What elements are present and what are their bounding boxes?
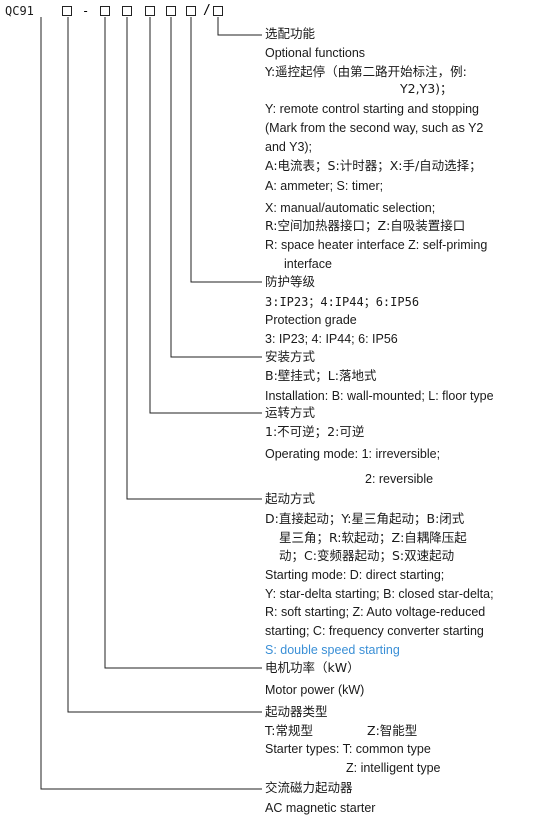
functions-rz-en-1: R: space heater interface Z: self-primin… (265, 238, 488, 252)
starting-en-4: starting; C: frequency converter startin… (265, 624, 484, 638)
starting-en-1: Starting mode: D: direct starting; (265, 568, 445, 582)
starter-type-en-1: Starter types: T: common type (265, 742, 431, 756)
leader-line-starter-type (67, 17, 262, 713)
functions-y-en-1: Y: remote control starting and stopping (265, 102, 480, 116)
starting-cn-1: D:直接起动；Y:星三角起动；B:闭式 (265, 511, 465, 526)
model-prefix: QC91 (5, 4, 34, 18)
code-dash: - (82, 4, 90, 18)
functions-asx-cn: A:电流表；S:计时器；X:手/自动选择； (265, 158, 482, 173)
operating-title: 运转方式 (265, 405, 316, 420)
functions-en-title: Optional functions (265, 46, 366, 60)
code-box-protection (186, 6, 196, 16)
protection-title: 防护等级 (265, 274, 316, 289)
functions-title: 选配功能 (265, 26, 316, 41)
functions-rz-cn: R:空间加热器接口；Z:自吸装置接口 (265, 218, 466, 233)
starting-en-2: Y: star-delta starting; B: closed star-d… (265, 587, 494, 601)
code-box-power (100, 6, 110, 16)
leader-line-ac-starter (40, 17, 262, 790)
protection-en-title: Protection grade (265, 313, 357, 327)
starting-cn-3: 动；C:变频器起动；S:双速起动 (279, 548, 455, 563)
protection-cn: 3:IP23；4:IP44；6:IP56 (265, 295, 420, 309)
leader-line-installation (170, 17, 262, 358)
starter-type-title: 起动器类型 (265, 704, 328, 719)
code-box-functions (213, 6, 223, 16)
installation-en: Installation: B: wall-mounted; L: floor … (265, 389, 494, 403)
functions-y-en-3: and Y3); (265, 140, 313, 154)
starting-en-5: S: double speed starting (265, 643, 400, 657)
operating-en-1: Operating mode: 1: irreversible; (265, 447, 441, 461)
functions-y-en-2: (Mark from the second way, such as Y2 (265, 121, 484, 135)
code-box-starting (122, 6, 132, 16)
power-en: Motor power (kW) (265, 683, 365, 697)
starter-type-cn-z: Z:智能型 (367, 723, 418, 738)
code-box-operating (145, 6, 155, 16)
power-title: 电机功率（kW） (265, 660, 360, 675)
functions-rz-en-2: interface (284, 257, 332, 271)
protection-en: 3: IP23; 4: IP44; 6: IP56 (265, 332, 398, 346)
leader-line-starting (126, 17, 262, 500)
operating-cn: 1:不可逆；2:可逆 (265, 424, 365, 439)
leader-line-functions (217, 17, 262, 36)
ac-starter-title: 交流磁力起动器 (265, 780, 353, 795)
ac-starter-en: AC magnetic starter (265, 801, 376, 815)
functions-y-cn-2: Y2,Y3)； (400, 81, 453, 96)
leader-line-power (104, 17, 262, 669)
leader-line-protection (190, 17, 262, 283)
starter-type-en-2: Z: intelligent type (346, 761, 441, 775)
starting-en-3: R: soft starting; Z: Auto voltage-reduce… (265, 605, 486, 619)
code-box-starter-type (62, 6, 72, 16)
leader-line-operating (149, 17, 262, 414)
code-slash: / (203, 3, 211, 18)
installation-cn: B:壁挂式；L:落地式 (265, 368, 377, 383)
functions-y-cn-1: Y:遥控起停（由第二路开始标注，例: (265, 64, 467, 79)
starter-type-cn-t: T:常规型 (265, 723, 313, 738)
code-box-installation (166, 6, 176, 16)
starting-title: 起动方式 (265, 491, 316, 506)
functions-x-en: X: manual/automatic selection; (265, 201, 436, 215)
operating-en-2: 2: reversible (365, 472, 434, 486)
functions-as-en: A: ammeter; S: timer; (265, 179, 384, 193)
installation-title: 安装方式 (265, 349, 316, 364)
starting-cn-2: 星三角；R:软起动；Z:自耦降压起 (279, 530, 467, 545)
